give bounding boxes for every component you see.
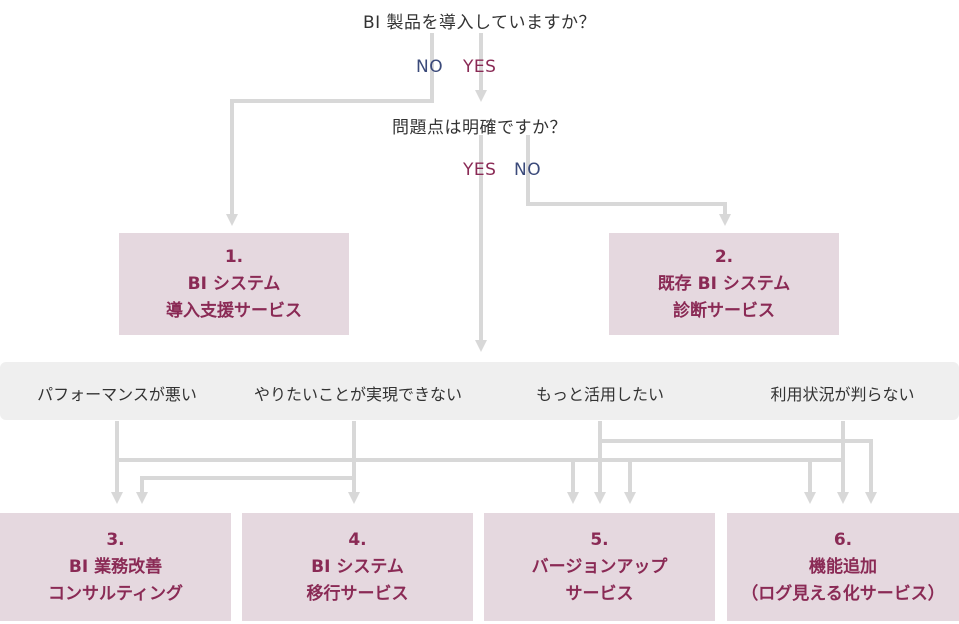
service-line2: 移行サービス bbox=[306, 583, 409, 604]
service-box-5[interactable]: 5. バージョンアップ サービス bbox=[484, 513, 715, 621]
arrow-q2-no-to-service-2 bbox=[526, 135, 731, 226]
question-1: BI 製品を導入していますか？ bbox=[362, 13, 597, 33]
service-number: 2. bbox=[714, 246, 734, 267]
service-line2: （ログ見える化サービス） bbox=[741, 583, 945, 604]
arrow-problem-3-to-service-6 bbox=[600, 439, 877, 504]
q2-yes-label: YES bbox=[463, 160, 497, 180]
service-line1: BI システム bbox=[187, 273, 281, 294]
service-line1: 機能追加 bbox=[809, 556, 877, 577]
problem-usage-unknown: 利用状況が判らない bbox=[770, 385, 915, 404]
problems-band bbox=[0, 362, 959, 420]
service-line1: バージョンアップ bbox=[531, 556, 668, 577]
service-box-1[interactable]: 1. BI システム 導入支援サービス bbox=[119, 233, 349, 335]
service-box-3[interactable]: 3. BI 業務改善 コンサルティング bbox=[0, 513, 231, 621]
arrow-problem-4-to-service-5 bbox=[624, 458, 843, 504]
service-line1: BI システム bbox=[311, 556, 404, 577]
service-number: 5. bbox=[590, 529, 609, 550]
service-number: 1. bbox=[224, 246, 244, 267]
q1-no-label: NO bbox=[416, 57, 444, 77]
arrow-q1-no-to-service-1 bbox=[226, 33, 434, 226]
service-box-4[interactable]: 4. BI システム 移行サービス bbox=[242, 513, 473, 621]
service-line1: 既存 BI システム bbox=[657, 273, 791, 294]
service-line2: サービス bbox=[565, 583, 634, 604]
q1-yes-label: YES bbox=[463, 57, 497, 77]
arrow-problem-1-to-service-6 bbox=[573, 458, 816, 504]
service-number: 4. bbox=[348, 529, 367, 550]
service-line2: 導入支援サービス bbox=[166, 300, 302, 321]
service-box-6[interactable]: 6. 機能追加 （ログ見える化サービス） bbox=[727, 513, 959, 621]
question-2: 問題点は明確ですか？ bbox=[392, 118, 567, 138]
problem-more-usage: もっと活用したい bbox=[535, 385, 664, 404]
service-box-2[interactable]: 2. 既存 BI システム 診断サービス bbox=[609, 233, 839, 335]
arrow-problem-2-to-service-3 bbox=[136, 476, 354, 504]
service-line2: コンサルティング bbox=[48, 583, 183, 604]
service-number: 6. bbox=[833, 529, 853, 550]
service-line1: BI 業務改善 bbox=[68, 556, 163, 577]
q2-no-label: NO bbox=[514, 160, 542, 180]
problem-cannot-realize: やりたいことが実現できない bbox=[253, 385, 462, 404]
service-line2: 診断サービス bbox=[673, 300, 775, 321]
service-number: 3. bbox=[106, 529, 125, 550]
problem-performance: パフォーマンスが悪い bbox=[37, 385, 197, 404]
